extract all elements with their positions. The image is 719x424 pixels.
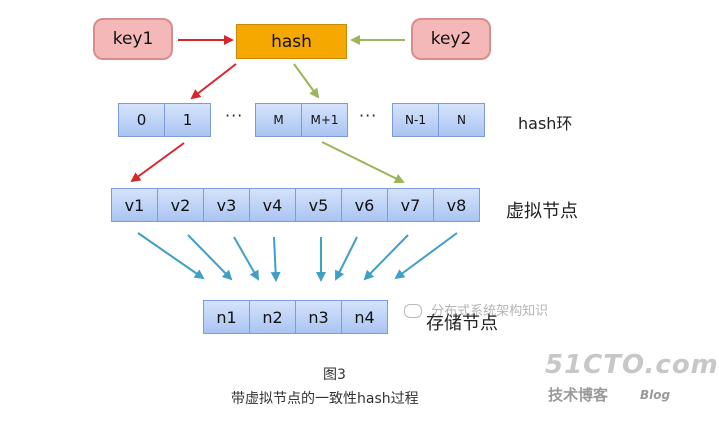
arrow-ring-to-v7	[321, 141, 405, 183]
watermark-text: 分布式系统架构知识	[431, 304, 549, 319]
ring-ellipsis-1: ···	[225, 106, 244, 125]
brand-subtitle: 技术博客	[548, 386, 609, 404]
watermark: 分布式系统架构知识	[404, 300, 548, 319]
storage-node-n2: n2	[249, 300, 296, 334]
figure-number: 图3	[323, 367, 346, 383]
hash-ring-label: hash环	[518, 114, 573, 133]
storage-node-n3: n3	[295, 300, 342, 334]
watermark-icon	[404, 303, 422, 318]
brand-logo: 51CTO.com	[545, 350, 719, 380]
ring-cell-n: N	[438, 103, 485, 137]
ring-cell-1: 1	[164, 103, 211, 137]
key1-box: key1	[93, 18, 173, 60]
storage-nodes-label: 存储节点	[426, 313, 498, 334]
arrow-v4-to-n2	[270, 236, 281, 282]
arrows-layer	[130, 35, 458, 282]
ring-cell-m-plus-1: M+1	[301, 103, 348, 137]
brand-blog: Blog	[640, 388, 671, 402]
virtual-node-v6: v6	[341, 188, 388, 222]
arrow-v2-to-n2	[187, 234, 233, 281]
arrow-v7-to-n4	[363, 234, 409, 281]
storage-node-n4: n4	[341, 300, 388, 334]
arrow-hash-to-ring-m1	[293, 63, 320, 99]
virtual-node-v4: v4	[249, 188, 296, 222]
virtual-node-v3: v3	[203, 188, 250, 222]
figure-caption: 带虚拟节点的一致性hash过程	[231, 391, 419, 407]
key2-box: key2	[411, 18, 491, 60]
virtual-node-v8: v8	[433, 188, 480, 222]
ring-cell-n-minus-1: N-1	[392, 103, 439, 137]
arrow-v3-to-n2	[233, 236, 259, 281]
ring-ellipsis-2: ···	[359, 106, 378, 125]
ring-cell-m: M	[255, 103, 302, 137]
ring-cell-0: 0	[118, 103, 165, 137]
hash-box: hash	[236, 24, 347, 59]
arrow-v6-to-n3	[335, 236, 358, 281]
virtual-nodes-label: 虚拟节点	[506, 201, 578, 222]
arrow-v1-to-n1	[137, 232, 205, 280]
virtual-node-v5: v5	[295, 188, 342, 222]
arrow-hash-to-ring-1	[190, 63, 237, 100]
storage-node-n1: n1	[203, 300, 250, 334]
virtual-node-v1: v1	[111, 188, 158, 222]
virtual-node-v2: v2	[157, 188, 204, 222]
arrow-v8-to-n4	[394, 232, 458, 280]
arrow-ring-to-v1	[130, 142, 185, 183]
virtual-node-v7: v7	[387, 188, 434, 222]
